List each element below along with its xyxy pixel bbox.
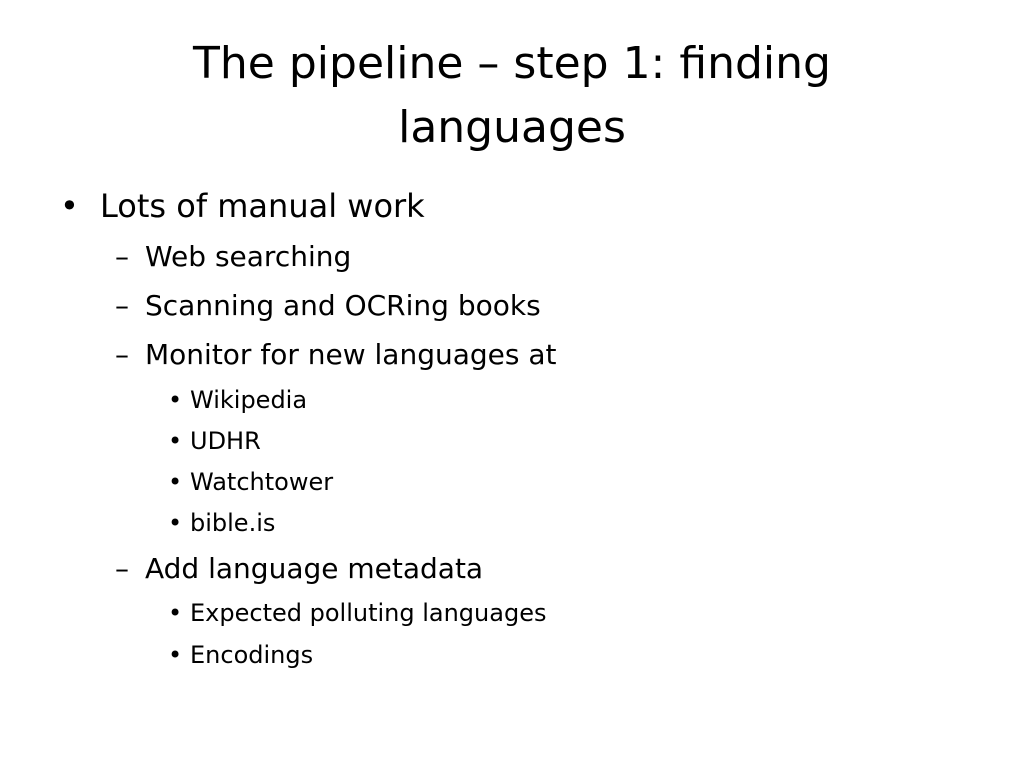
bullet-marker: • bbox=[60, 187, 79, 225]
list-item-text: Watchtower bbox=[190, 468, 334, 496]
slide-title: The pipeline – step 1: finding languages bbox=[193, 38, 831, 153]
bullet-marker: • bbox=[168, 509, 183, 537]
list-item-text: Wikipedia bbox=[190, 386, 308, 414]
list-item-text: UDHR bbox=[190, 427, 261, 455]
bullet-marker: • bbox=[168, 427, 183, 455]
list-item-text: Add language metadata bbox=[145, 552, 484, 585]
dash-marker: – bbox=[115, 289, 129, 322]
list-item-text: Lots of manual work bbox=[100, 187, 425, 225]
list-item-text: Encodings bbox=[190, 641, 314, 669]
list-item-text: Web searching bbox=[145, 240, 352, 273]
dash-marker: – bbox=[115, 552, 129, 585]
bullet-marker: • bbox=[168, 641, 183, 669]
dash-marker: – bbox=[115, 240, 129, 273]
list-item-text: Scanning and OCRing books bbox=[145, 289, 541, 322]
list-item-text: Expected polluting languages bbox=[190, 599, 547, 627]
bullet-marker: • bbox=[168, 468, 183, 496]
dash-marker: – bbox=[115, 338, 129, 371]
list-item-text: bible.is bbox=[190, 509, 276, 537]
list-item-text: Monitor for new languages at bbox=[145, 338, 557, 371]
bullet-marker: • bbox=[168, 386, 183, 414]
bullet-marker: • bbox=[168, 599, 183, 627]
